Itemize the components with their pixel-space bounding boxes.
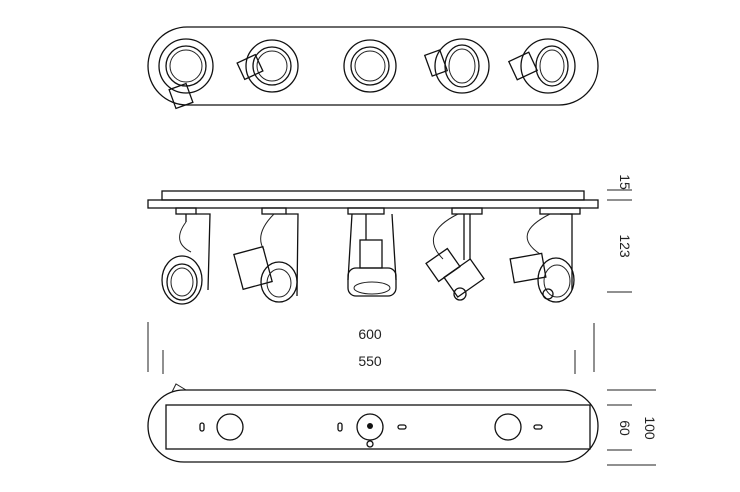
dim-overall-length: 600 xyxy=(358,326,382,342)
spot-side-3 xyxy=(347,207,397,297)
spot-side-1 xyxy=(161,207,211,305)
spot-top-4 xyxy=(423,38,490,94)
spot-top-2 xyxy=(236,39,299,93)
dim-base-length: 550 xyxy=(358,353,382,369)
ceiling-plate-top xyxy=(161,190,585,201)
spot-top-5 xyxy=(507,38,576,94)
base-plate xyxy=(165,404,591,450)
bottom-view xyxy=(147,383,599,463)
mount-hole xyxy=(216,413,244,441)
spot-top-3 xyxy=(343,39,397,93)
dim-overall-width: 100 xyxy=(642,416,658,440)
side-view xyxy=(147,190,599,305)
spot-side-4 xyxy=(425,207,485,301)
spot-top-1 xyxy=(158,38,214,110)
spot-side-5 xyxy=(509,207,581,303)
mount-hole xyxy=(494,413,522,441)
top-view xyxy=(147,26,599,110)
cable-entry xyxy=(356,413,384,441)
top-view-outline xyxy=(147,26,599,106)
bottom-view-outline xyxy=(147,389,599,463)
dim-fixture-drop: 123 xyxy=(617,234,633,258)
dim-plate-thickness: 15 xyxy=(617,174,633,190)
spot-side-2 xyxy=(233,207,299,303)
dim-base-width: 60 xyxy=(617,420,633,436)
ceiling-plate-base xyxy=(147,199,599,209)
dimension-lines xyxy=(147,189,656,466)
